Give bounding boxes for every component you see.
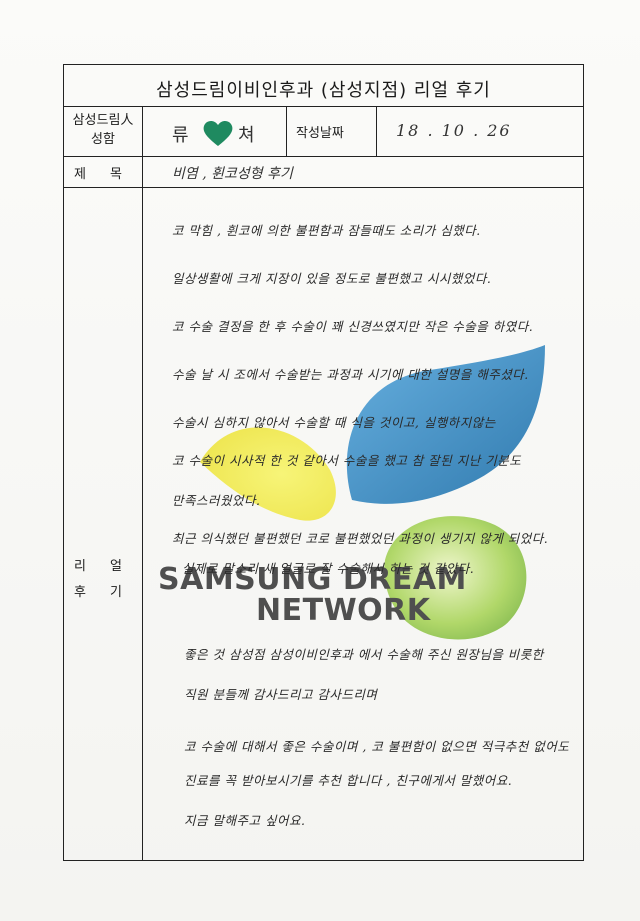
date-value: 18 . 10 . 26	[396, 121, 512, 140]
review-line: 수술시 심하지 않아서 수술할 때 식을 것이고, 실행하지않는	[172, 415, 496, 430]
logo-text-line1: SAMSUNG DREAM	[158, 562, 467, 597]
date-label: 작성날짜	[296, 126, 344, 141]
review-line: 코 수술이 시사적 한 것 같아서 수술을 했고 참 잘된 지난 기분도	[172, 453, 522, 468]
info-row: 삼성드림人 성함 류 쳐 작성날짜 18 . 10 . 26	[64, 107, 583, 157]
review-line: 코 수술에 대해서 좋은 수술이며 , 코 불편함이 없으면 적극추천 없어도	[184, 739, 570, 754]
subject-label: 제 목	[73, 167, 133, 182]
form-title-row: 삼성드림이비인후과 (삼성지점) 리얼 후기	[64, 65, 583, 107]
member-name-last: 쳐	[238, 125, 255, 146]
review-line: 지금 말해주고 싶어요.	[184, 813, 306, 828]
review-form: 삼성드림이비인후과 (삼성지점) 리얼 후기 삼성드림人 성함 류 쳐 작성날짜…	[63, 64, 584, 861]
subject-row: 제 목 비염 , 휜코성형 후기	[64, 157, 583, 188]
form-title: 삼성드림이비인후과 (삼성지점) 리얼 후기	[156, 80, 491, 101]
review-line: 직원 분들께 감사드리고 감사드리며	[184, 687, 378, 702]
subject-value: 비염 , 휜코성형 후기	[172, 166, 293, 182]
member-name-label: 삼성드림人 성함	[72, 113, 134, 147]
review-line: 수술 날 시 조에서 수술받는 과정과 시기에 대한 설명을 해주셨다.	[172, 367, 529, 382]
member-name-first: 류	[172, 125, 189, 146]
heart-icon	[203, 120, 233, 146]
review-line: 코 수술 결정을 한 후 수술이 꽤 신경쓰였지만 작은 수술을 하였다.	[172, 319, 534, 334]
review-line: 실제로 말소리 새 얼굴로 잘 수술해서 하는 것 같았다.	[182, 561, 475, 576]
review-line: 코 막힘 , 휜코에 의한 불편함과 잠들때도 소리가 심했다.	[172, 223, 481, 238]
review-body-row: 리 얼 후 기 코 막힘 , 휜코에 의한 불편함과 잠들때도 소리가 심했다.…	[64, 188, 583, 860]
logo-text-line2: NETWORK	[256, 593, 431, 628]
review-line: 만족스러웠었다.	[172, 493, 261, 508]
review-label: 리 얼 후 기	[73, 559, 133, 600]
review-line: 좋은 것 삼성점 삼성이비인후과 에서 수술해 주신 원장님을 비롯한	[184, 647, 544, 662]
review-line: 일상생활에 크게 지장이 있을 정도로 불편했고 시시했었다.	[172, 271, 492, 286]
review-line: 진료를 꼭 받아보시기를 추천 합니다 , 친구에게서 말했어요.	[184, 773, 513, 788]
review-line: 최근 의식했던 불편했던 코로 불편했었던 과정이 생기지 않게 되었다.	[172, 531, 549, 546]
